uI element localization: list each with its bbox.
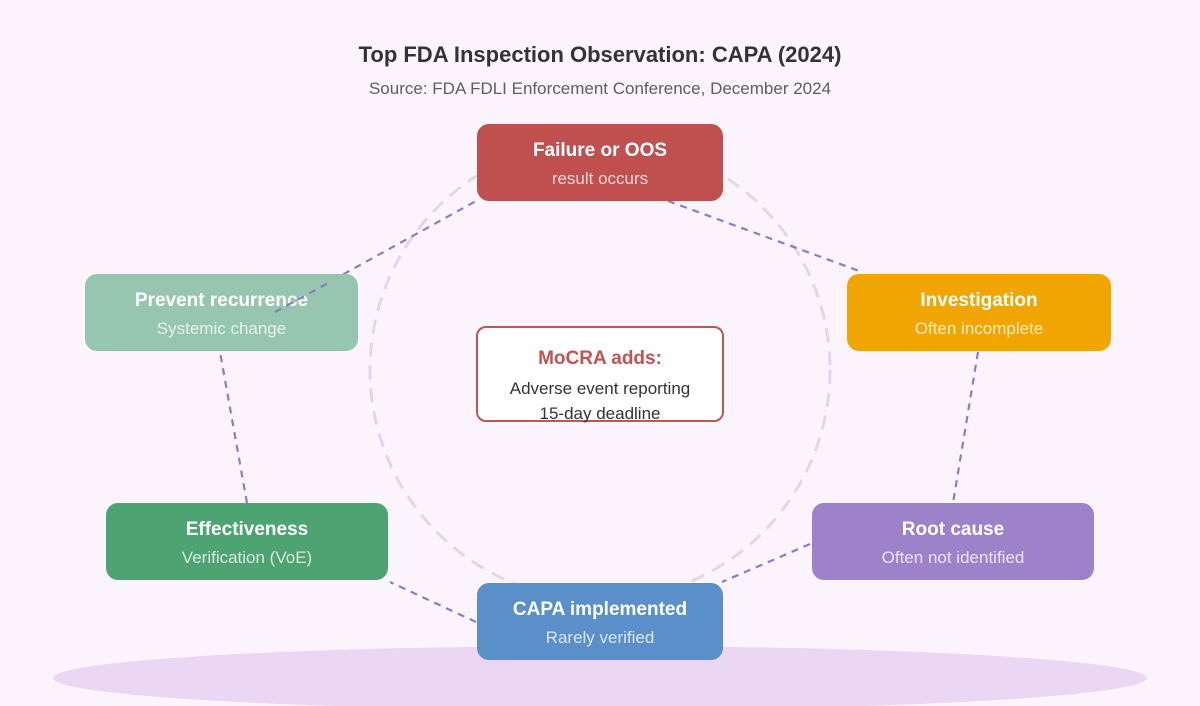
connector-capa-to-effectiveness bbox=[389, 581, 477, 623]
node-investigation: Investigation Often incomplete bbox=[847, 274, 1111, 351]
node-subtitle: Verification (VoE) bbox=[181, 548, 313, 567]
node-capa-implemented: CAPA implemented Rarely verified bbox=[477, 583, 723, 660]
floor-ellipse bbox=[53, 646, 1147, 706]
callout-line-2: 15-day deadline bbox=[539, 404, 661, 423]
node-title: Root cause bbox=[901, 519, 1005, 540]
node-root-cause: Root cause Often not identified bbox=[812, 503, 1094, 580]
callout-heading: MoCRA adds: bbox=[538, 348, 662, 369]
node-subtitle: Systemic change bbox=[156, 319, 287, 338]
node-title: Investigation bbox=[920, 290, 1038, 311]
node-subtitle: Often not identified bbox=[881, 548, 1025, 567]
connector-failure-to-investigation bbox=[667, 199, 863, 274]
connector-rootcause-to-capa bbox=[721, 542, 811, 584]
callout-line-1: Adverse event reporting bbox=[509, 379, 691, 398]
node-effectiveness: Effectiveness Verification (VoE) bbox=[106, 503, 388, 580]
node-subtitle: result occurs bbox=[551, 169, 649, 188]
page-subtitle: Source: FDA FDLI Enforcement Conference,… bbox=[368, 79, 832, 98]
node-title: Prevent recurrence bbox=[134, 290, 309, 311]
node-title: Effectiveness bbox=[185, 519, 309, 540]
node-prevent-recurrence: Prevent recurrence Systemic change bbox=[85, 274, 358, 351]
page-title: Top FDA Inspection Observation: CAPA (20… bbox=[358, 42, 842, 67]
node-failure-or-oos: Failure or OOS result occurs bbox=[477, 124, 723, 201]
node-title: Failure or OOS bbox=[532, 140, 668, 161]
node-subtitle: Rarely verified bbox=[545, 628, 655, 647]
connector-effectiveness-to-prevent bbox=[218, 351, 249, 504]
mocra-callout: MoCRA adds: Adverse event reporting 15-d… bbox=[476, 326, 724, 423]
node-title: CAPA implemented bbox=[512, 599, 688, 620]
node-subtitle: Often incomplete bbox=[914, 319, 1044, 338]
connector-investigation-to-rootcause bbox=[951, 351, 980, 504]
